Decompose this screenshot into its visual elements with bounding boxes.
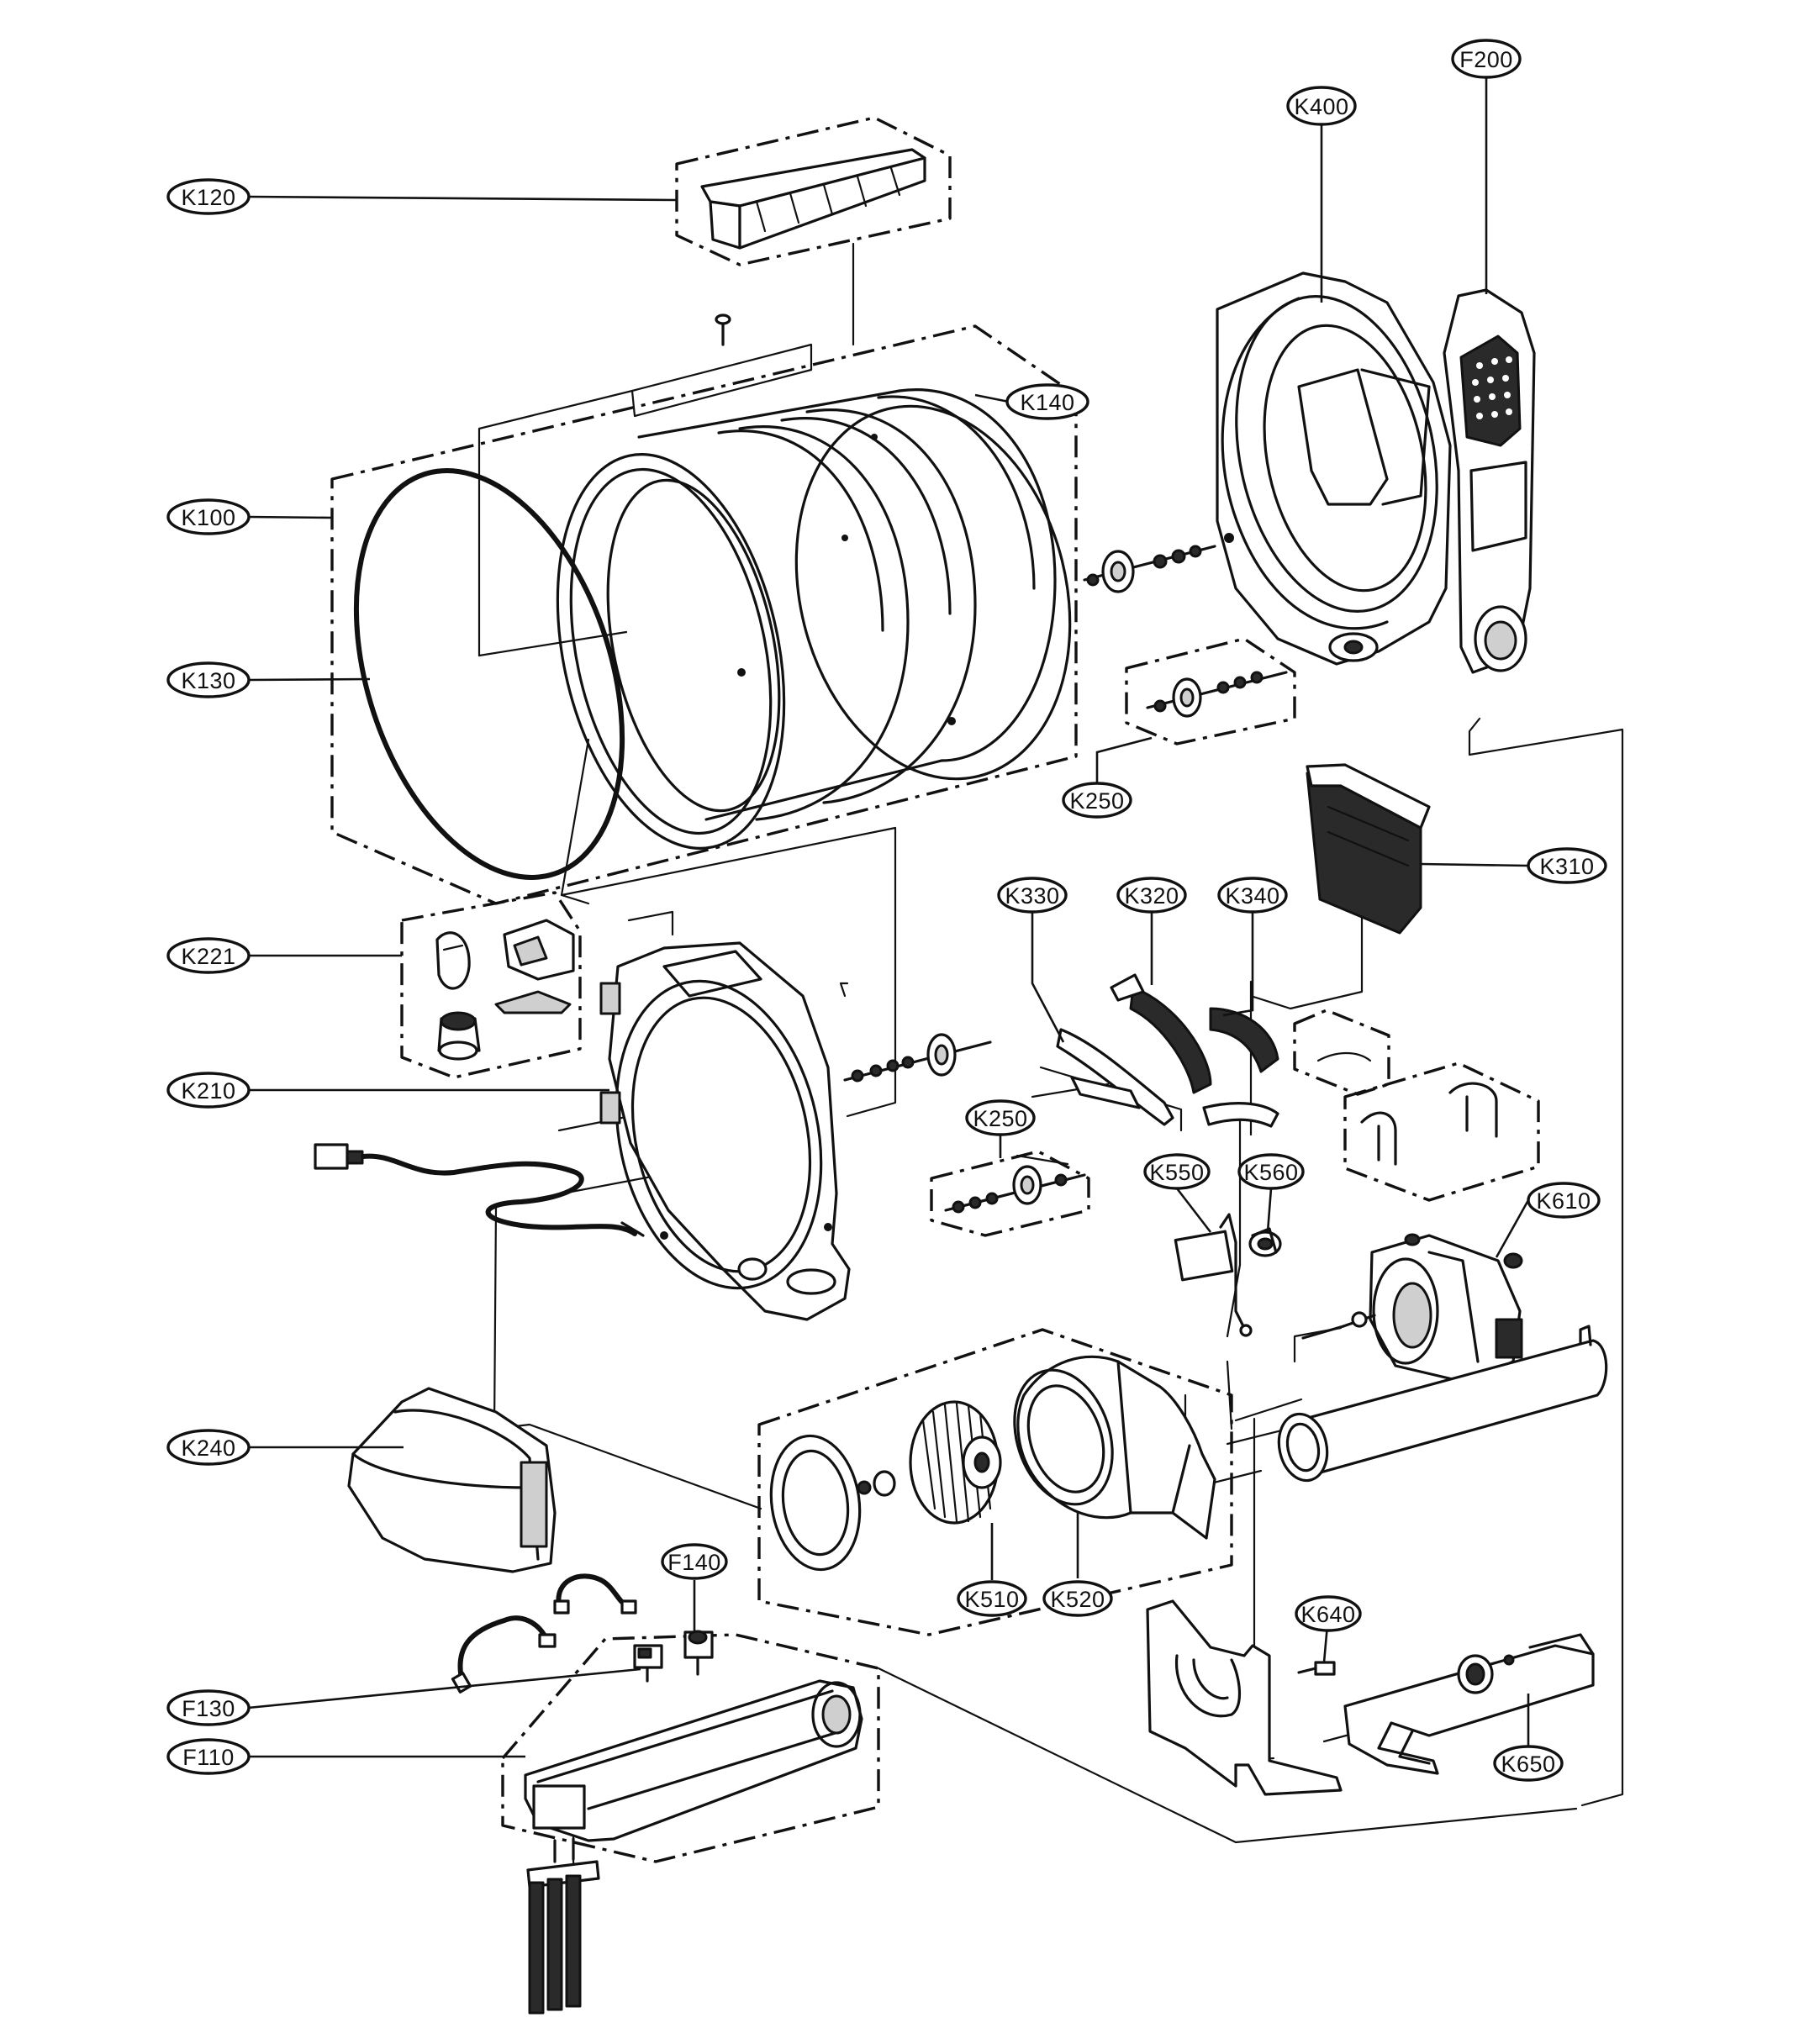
part-k250-bearing-top (1146, 671, 1288, 718)
svg-text:K100: K100 (181, 505, 235, 530)
svg-text:F130: F130 (182, 1696, 235, 1721)
screw-icon (715, 313, 731, 346)
svg-text:K640: K640 (1300, 1602, 1355, 1627)
label-k510: K510 (957, 1580, 1027, 1617)
label-k330: K330 (997, 877, 1068, 914)
part-k340-felt-seal (1202, 1007, 1372, 1128)
box-drum (330, 324, 1078, 905)
label-f200: F200 (1451, 39, 1522, 79)
box-k221 (400, 891, 582, 1079)
part-wire-harness-k210 (314, 1143, 645, 1237)
label-k550: K550 (1143, 1153, 1211, 1190)
part-k640-sensor (1297, 1661, 1336, 1676)
box-k120 (675, 116, 952, 266)
label-k130: K130 (166, 661, 251, 698)
leader-lines (247, 77, 1530, 1763)
part-k100-drum (556, 388, 1072, 850)
part-bearing-set-front (843, 1033, 992, 1083)
svg-text:K520: K520 (1050, 1587, 1105, 1612)
svg-text:K250: K250 (1069, 788, 1124, 814)
label-k610: K610 (1527, 1182, 1601, 1219)
part-k310-lint-screen (1306, 763, 1431, 935)
label-k120: K120 (166, 178, 251, 215)
svg-text:F110: F110 (182, 1745, 235, 1770)
part-k250-bearing-mid (944, 1165, 1086, 1214)
box-k250-top (1125, 637, 1296, 745)
part-f200-exhaust-duct (1443, 288, 1536, 674)
svg-text:K550: K550 (1149, 1160, 1204, 1185)
label-k310: K310 (1527, 847, 1607, 884)
label-k210: K210 (166, 1072, 251, 1109)
part-exhaust-pipe (1277, 1325, 1608, 1483)
label-k640: K640 (1295, 1595, 1362, 1632)
part-f140-thermostat (683, 1630, 714, 1676)
svg-text:K250: K250 (973, 1106, 1027, 1131)
part-k120-filter-housing (700, 148, 926, 250)
box-k250-mid (930, 1150, 1090, 1237)
svg-text:K240: K240 (181, 1436, 235, 1461)
label-k320: K320 (1116, 877, 1187, 914)
svg-text:F200: F200 (1459, 47, 1513, 72)
box-k340-clip (1293, 1009, 1390, 1096)
part-k520-blower-housing (1013, 1355, 1216, 1540)
label-k400: K400 (1286, 86, 1357, 126)
svg-text:K140: K140 (1020, 390, 1074, 415)
part-k610-motor (1301, 1233, 1523, 1384)
label-k250-top: K250 (1062, 782, 1132, 819)
svg-text:K210: K210 (181, 1078, 235, 1104)
label-k340: K340 (1217, 877, 1288, 914)
part-k400-rear-bulkhead (1216, 271, 1452, 666)
part-k320-felt-seal (1110, 973, 1212, 1094)
part-heater-terminals (526, 1837, 600, 2015)
label-k140: K140 (1005, 383, 1089, 420)
svg-text:K310: K310 (1539, 854, 1594, 879)
svg-text:F140: F140 (667, 1550, 721, 1575)
svg-text:K400: K400 (1294, 94, 1348, 119)
svg-text:K130: K130 (181, 668, 235, 693)
svg-text:K340: K340 (1225, 883, 1279, 909)
part-motor-brackets (1360, 1082, 1498, 1166)
part-f130-thermostat (633, 1644, 663, 1683)
part-heater-wires (451, 1573, 637, 1694)
part-f110-heater-housing (524, 1679, 863, 1842)
label-k560: K560 (1237, 1153, 1305, 1190)
svg-text:K330: K330 (1005, 883, 1059, 909)
box-k610-brackets (1343, 1062, 1540, 1202)
svg-text:K320: K320 (1124, 883, 1179, 909)
label-k240: K240 (166, 1429, 251, 1466)
label-k100: K100 (166, 498, 251, 535)
part-k550-capacitor (1174, 1213, 1253, 1337)
part-blower-seal-ring (769, 1434, 896, 1572)
part-k510-blower-wheel (909, 1400, 1002, 1525)
part-k130-seal-ring (353, 468, 625, 880)
box-blower (757, 1328, 1233, 1636)
svg-text:K610: K610 (1536, 1188, 1591, 1214)
label-f110: F110 (166, 1738, 251, 1775)
group-boxes (330, 116, 1540, 1863)
part-k560-sensor (1248, 1227, 1282, 1257)
svg-text:K510: K510 (964, 1587, 1019, 1612)
svg-text:K120: K120 (181, 185, 235, 210)
part-k650-tension-bracket (1343, 1633, 1595, 1775)
label-f140: F140 (661, 1543, 728, 1580)
label-k250-mid: K250 (965, 1099, 1036, 1136)
svg-text:K221: K221 (181, 944, 235, 969)
label-k221: K221 (166, 937, 251, 974)
label-k650: K650 (1493, 1745, 1564, 1782)
part-k240-duct-cover (347, 1387, 557, 1573)
svg-text:K650: K650 (1501, 1752, 1555, 1777)
label-f130: F130 (166, 1689, 251, 1726)
part-k210-front-bulkhead (599, 941, 851, 1321)
part-bearing-set-upper (1083, 545, 1216, 593)
part-base-bracket (1146, 1599, 1343, 1796)
svg-text:K560: K560 (1243, 1160, 1298, 1185)
part-labels: K120 K140 K100 K130 K400 F200 K250 K310 … (166, 39, 1607, 1782)
part-k330-slide (1056, 1028, 1174, 1126)
box-heater (501, 1633, 880, 1863)
label-k520: K520 (1042, 1580, 1113, 1617)
part-k221-lamp-assembly (435, 919, 575, 1061)
